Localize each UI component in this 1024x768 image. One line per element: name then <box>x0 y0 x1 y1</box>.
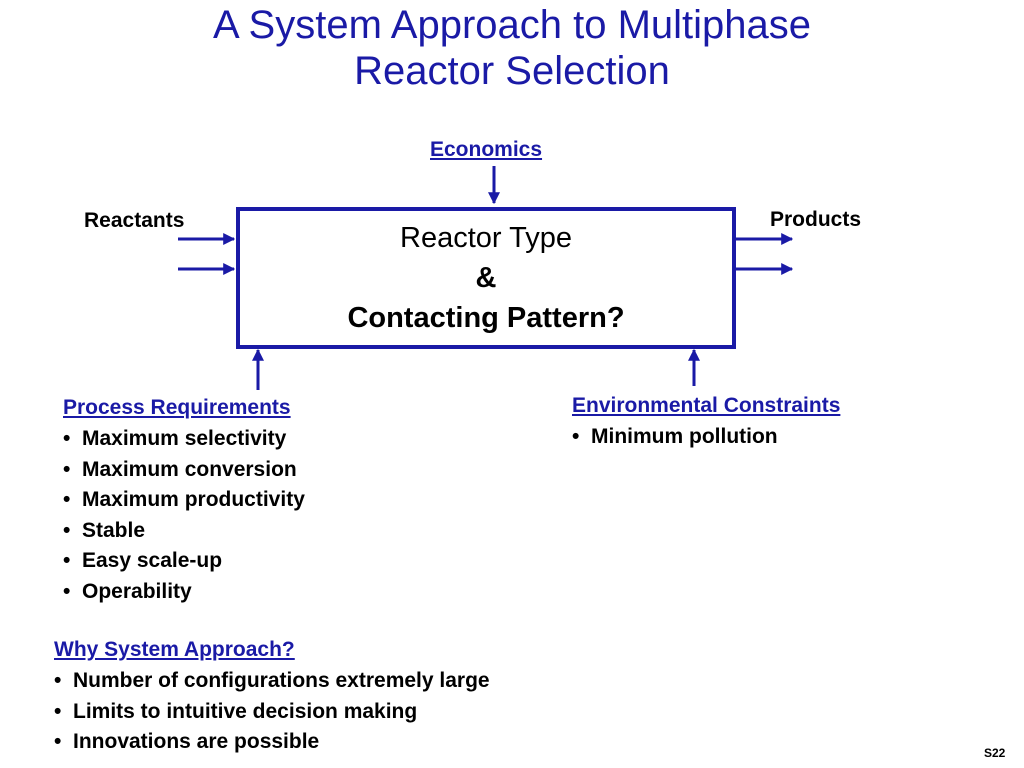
list-item-text: Easy scale-up <box>82 549 223 573</box>
bullet: • <box>63 518 71 542</box>
title-line-2: Reactor Selection <box>354 49 670 93</box>
why-system-approach-heading: Why System Approach? <box>54 638 295 661</box>
slide-title: A System Approach to Multiphase Reactor … <box>0 2 1024 94</box>
list-item: • Stable <box>63 516 305 547</box>
bullet: • <box>54 730 62 754</box>
list-item: • Easy scale-up <box>63 546 305 577</box>
list-item-text: Minimum pollution <box>591 425 778 448</box>
bullet: • <box>63 457 71 481</box>
bullet: • <box>572 425 580 448</box>
reactor-type-line: Reactor Type <box>400 222 572 254</box>
list-item: • Innovations are possible <box>54 727 490 758</box>
environmental-constraints-heading: Environmental Constraints <box>572 394 841 417</box>
slide-number: S22 <box>984 746 1006 760</box>
process-requirements-section: Process Requirements • Maximum selectivit… <box>63 396 305 608</box>
bullet: • <box>63 549 71 573</box>
environmental-constraints-list: • Minimum pollution <box>572 422 840 453</box>
reactor-box-text: Reactor Type & Contacting Pattern? <box>236 218 736 338</box>
bullet: • <box>54 699 62 723</box>
list-item: • Maximum conversion <box>63 455 305 486</box>
ampersand-line: & <box>475 262 497 294</box>
why-system-approach-section: Why System Approach? • Number of configur… <box>54 638 490 758</box>
list-item-text: Maximum conversion <box>82 457 297 481</box>
products-label: Products <box>770 208 862 231</box>
environmental-constraints-section: Environmental Constraints • Minimum pollu… <box>572 394 840 453</box>
economics-label: Economics <box>430 138 543 161</box>
contacting-pattern-line: Contacting Pattern? <box>347 302 625 334</box>
list-item-text: Number of configurations extremely large <box>73 669 490 692</box>
process-requirements-list: • Maximum selectivity • Maximum conversion… <box>63 424 305 608</box>
list-item: • Operability <box>63 577 305 608</box>
bullet: • <box>63 488 71 512</box>
list-item: • Maximum selectivity <box>63 424 305 455</box>
list-item: • Limits to intuitive decision making <box>54 697 490 728</box>
bullet: • <box>54 669 62 692</box>
list-item: • Number of configurations extremely larg… <box>54 666 490 697</box>
list-item-text: Maximum selectivity <box>82 427 287 450</box>
list-item-text: Maximum productivity <box>82 488 305 512</box>
why-system-approach-list: • Number of configurations extremely larg… <box>54 666 490 758</box>
list-item: • Maximum productivity <box>63 485 305 516</box>
bullet: • <box>63 579 71 603</box>
list-item-text: Innovations are possible <box>73 730 320 754</box>
list-item-text: Stable <box>82 518 146 542</box>
title-line-1: A System Approach to Multiphase <box>212 3 812 47</box>
reactants-label: Reactants <box>84 209 185 232</box>
bullet: • <box>63 427 71 450</box>
reactor-box <box>236 207 736 349</box>
list-item-text: Limits to intuitive decision making <box>73 699 418 723</box>
list-item-text: Operability <box>82 579 192 603</box>
list-item: • Minimum pollution <box>572 422 840 453</box>
process-requirements-heading: Process Requirements <box>63 396 291 419</box>
